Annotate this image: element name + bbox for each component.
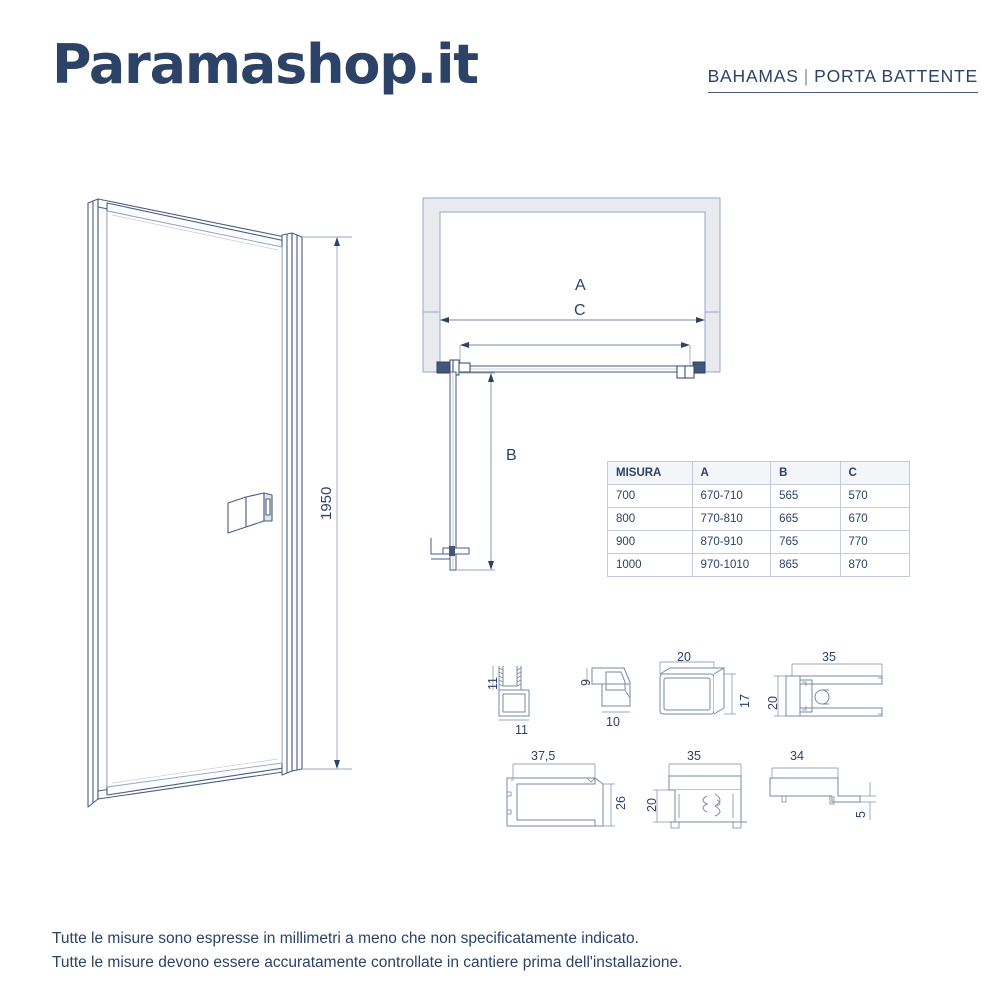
- cell-a: 670-710: [691, 484, 772, 508]
- footer-note-line-1: Tutte le misure sono espresse in millime…: [52, 930, 639, 947]
- cell-misura: 700: [607, 484, 693, 508]
- cell-misura: 1000: [607, 553, 693, 577]
- dimension-a-line: [440, 317, 705, 323]
- table-row: 900 870-910 765 770: [607, 530, 911, 554]
- product-family-label: BAHAMAS: [707, 66, 799, 86]
- profile-dim-label: 20: [766, 696, 780, 710]
- perspective-door-elevation: [87, 198, 352, 808]
- table-row: 1000 970-1010 865 870: [607, 553, 911, 577]
- page-title: BAHAMAS|PORTA BATTENTE: [708, 66, 978, 87]
- cell-misura: 900: [607, 530, 693, 554]
- dimension-label-b: B: [506, 447, 517, 464]
- cell-a: 770-810: [691, 507, 772, 531]
- profile-dim-label: 20: [645, 798, 659, 812]
- dimension-label-height: 1950: [318, 486, 335, 520]
- profile-dim-label: 9: [579, 679, 593, 686]
- profile-wall-jamb: [774, 663, 883, 717]
- profile-dim-label: 37,5: [531, 749, 556, 763]
- table-header-row: MISURA A B C: [607, 461, 911, 485]
- profile-dim-label: 5: [854, 811, 868, 818]
- profile-dim-label: 34: [790, 749, 804, 763]
- cell-b: 665: [770, 507, 841, 531]
- cell-b: 865: [770, 553, 841, 577]
- cell-b: 765: [770, 530, 841, 554]
- cell-b: 565: [770, 484, 841, 508]
- dimension-1950-line: [302, 236, 352, 770]
- top-plan-view: [422, 197, 721, 571]
- page-header: Paramashop.it BAHAMAS|PORTA BATTENTE: [0, 0, 1000, 130]
- product-type-label: PORTA BATTENTE: [814, 66, 978, 86]
- profile-box-section: [506, 763, 615, 827]
- plan-door-handle: [430, 538, 470, 560]
- table-row: 700 670-710 565 570: [607, 484, 911, 508]
- profile-dim-label: 35: [822, 650, 836, 664]
- table-header-c: C: [839, 461, 911, 485]
- cell-misura: 800: [607, 507, 693, 531]
- table-header-misura: MISURA: [607, 461, 693, 485]
- plan-glass-panel: [454, 365, 694, 373]
- plan-hinge-right: [676, 361, 706, 379]
- dimension-c-line: [459, 342, 691, 368]
- product-title-container: BAHAMAS|PORTA BATTENTE: [707, 66, 978, 93]
- profile-dim-label: 26: [614, 796, 628, 810]
- profile-dim-label: 20: [677, 650, 691, 664]
- cell-c: 870: [839, 553, 911, 577]
- profile-u-channel: [492, 666, 530, 721]
- dimension-b-line: [456, 372, 495, 571]
- plan-open-door-panel: [449, 371, 457, 571]
- dimension-label-c: C: [574, 302, 586, 319]
- profile-dim-label: 17: [738, 694, 752, 708]
- measurements-table: MISURA A B C 700 670-710 565 570 800 770…: [607, 461, 911, 577]
- footer-notes: Tutte le misure sono espresse in millime…: [52, 927, 952, 974]
- table-row: 800 770-810 665 670: [607, 507, 911, 531]
- brand-logo: Paramashop.it: [52, 33, 479, 96]
- dimension-label-a: A: [575, 277, 586, 294]
- cell-a: 870-910: [691, 530, 772, 554]
- door-handle-icon: [227, 492, 273, 534]
- profile-magnet-section: [653, 763, 747, 829]
- footer-note-line-2: Tutte le misure devono essere accuratame…: [52, 953, 683, 971]
- profile-angled-seal: [586, 667, 631, 713]
- profile-dim-label: 10: [606, 715, 620, 729]
- profile-dim-label: 35: [687, 749, 701, 763]
- profile-bottom-sill: [769, 767, 876, 820]
- title-separator: |: [803, 66, 810, 86]
- cell-a: 970-1010: [691, 553, 772, 577]
- table-header-a: A: [691, 461, 772, 485]
- cell-c: 570: [839, 484, 911, 508]
- profile-square-tube: [659, 661, 736, 715]
- table-header-b: B: [770, 461, 841, 485]
- profile-dim-label: 11: [486, 677, 500, 690]
- profile-dim-label: 11: [515, 723, 528, 737]
- cell-c: 670: [839, 507, 911, 531]
- cell-c: 770: [839, 530, 911, 554]
